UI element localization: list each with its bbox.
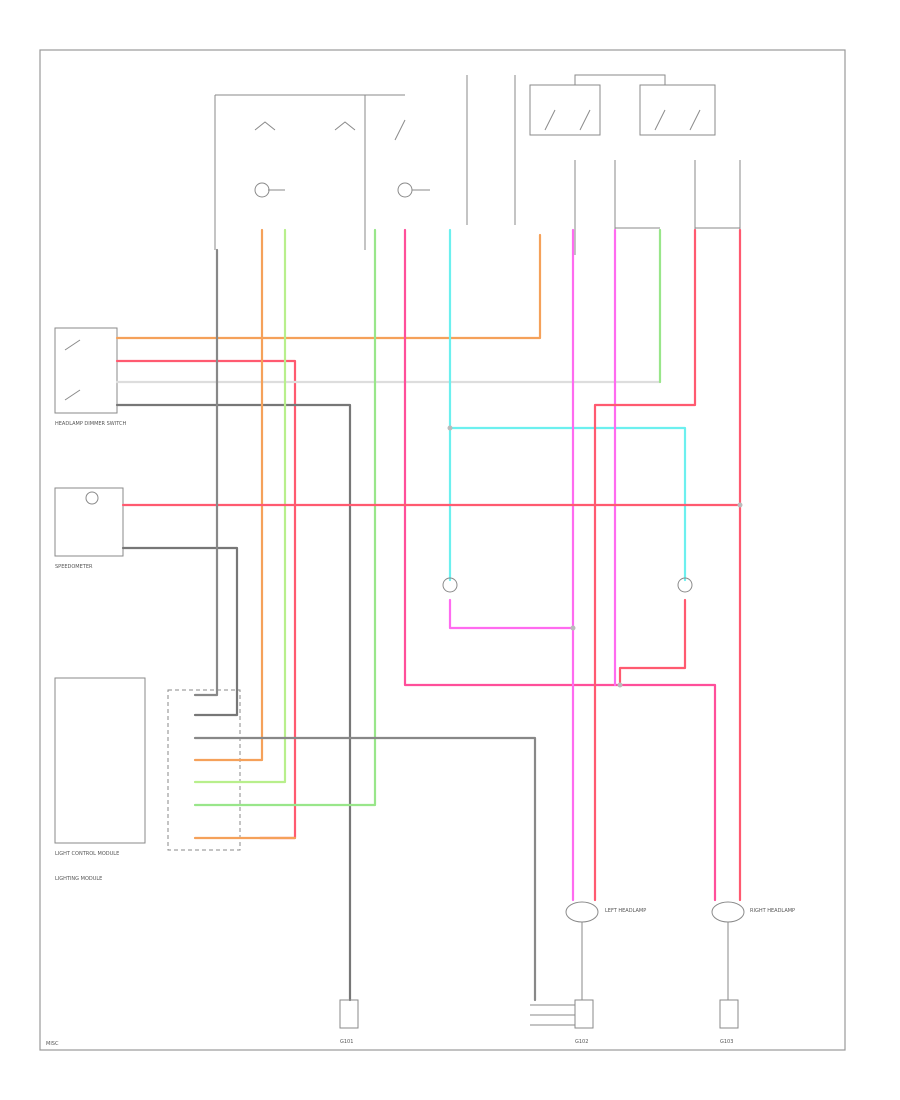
module-connector — [167, 689, 241, 851]
gauge-icon — [85, 491, 99, 505]
speedometer-gauge: SPEEDOMETER — [54, 487, 124, 570]
ground-mid-icon — [574, 999, 594, 1029]
ground-left-icon — [339, 999, 359, 1029]
module-box — [54, 677, 146, 844]
relay-left — [529, 84, 601, 136]
wire-pink-main — [403, 228, 717, 902]
wires — [115, 228, 742, 1002]
ground-mid-label: G102 — [575, 1039, 588, 1045]
right-indicator-lamp-icon — [677, 577, 693, 593]
wire-orange-1 — [115, 233, 542, 340]
fuse-left-icon — [254, 182, 270, 198]
right-headlamp-label: RIGHT HEADLAMP — [750, 908, 795, 914]
wire-darkgray-4 — [115, 403, 352, 1002]
fuse-right-icon — [397, 182, 413, 198]
wire-gray-ground — [193, 736, 537, 1002]
wire-orange-v1 — [193, 228, 264, 762]
relay-right — [639, 84, 716, 136]
ground-left-label: G101 — [340, 1039, 353, 1045]
headlamps: LEFT HEADLAMP RIGHT HEADLAMP — [565, 901, 795, 1000]
dimmer-switch-box — [54, 327, 118, 414]
ground-right-label: G103 — [720, 1039, 733, 1045]
page-id: MISC — [46, 1041, 59, 1047]
wire-light-green — [193, 228, 287, 784]
indicator-lamps — [442, 577, 693, 593]
wire-red-lamp — [618, 598, 687, 687]
headlamp-dimmer-switch: HEADLAMP DIMMER SWITCH — [54, 327, 126, 427]
grounds: G101 G102 G103 — [339, 999, 739, 1045]
speedometer-box — [54, 487, 124, 557]
right-headlamp-icon — [711, 901, 745, 923]
speedometer-label: SPEEDOMETER — [55, 564, 93, 570]
wire-gray-gauge — [121, 546, 239, 717]
dimmer-switch-label: HEADLAMP DIMMER SWITCH — [55, 421, 126, 427]
wire-magenta-lamp — [448, 598, 575, 630]
module-note: LIGHTING MODULE — [55, 876, 102, 882]
wire-cyan-right — [448, 426, 687, 582]
wire-gray-top — [193, 248, 219, 697]
wire-red-switch — [115, 359, 297, 840]
left-indicator-lamp-icon — [442, 577, 458, 593]
left-headlamp-icon — [565, 901, 599, 923]
diagram-border — [39, 49, 846, 1051]
ground-right-icon — [719, 999, 739, 1029]
left-headlamp-label: LEFT HEADLAMP — [605, 908, 646, 914]
module-label: LIGHT CONTROL MODULE — [55, 851, 119, 857]
junctions — [447, 425, 743, 688]
wire-red-cross — [593, 228, 697, 902]
wire-green — [193, 228, 377, 807]
top-section — [214, 74, 741, 255]
light-control-module: LIGHT CONTROL MODULE LIGHTING MODULE — [54, 677, 241, 882]
